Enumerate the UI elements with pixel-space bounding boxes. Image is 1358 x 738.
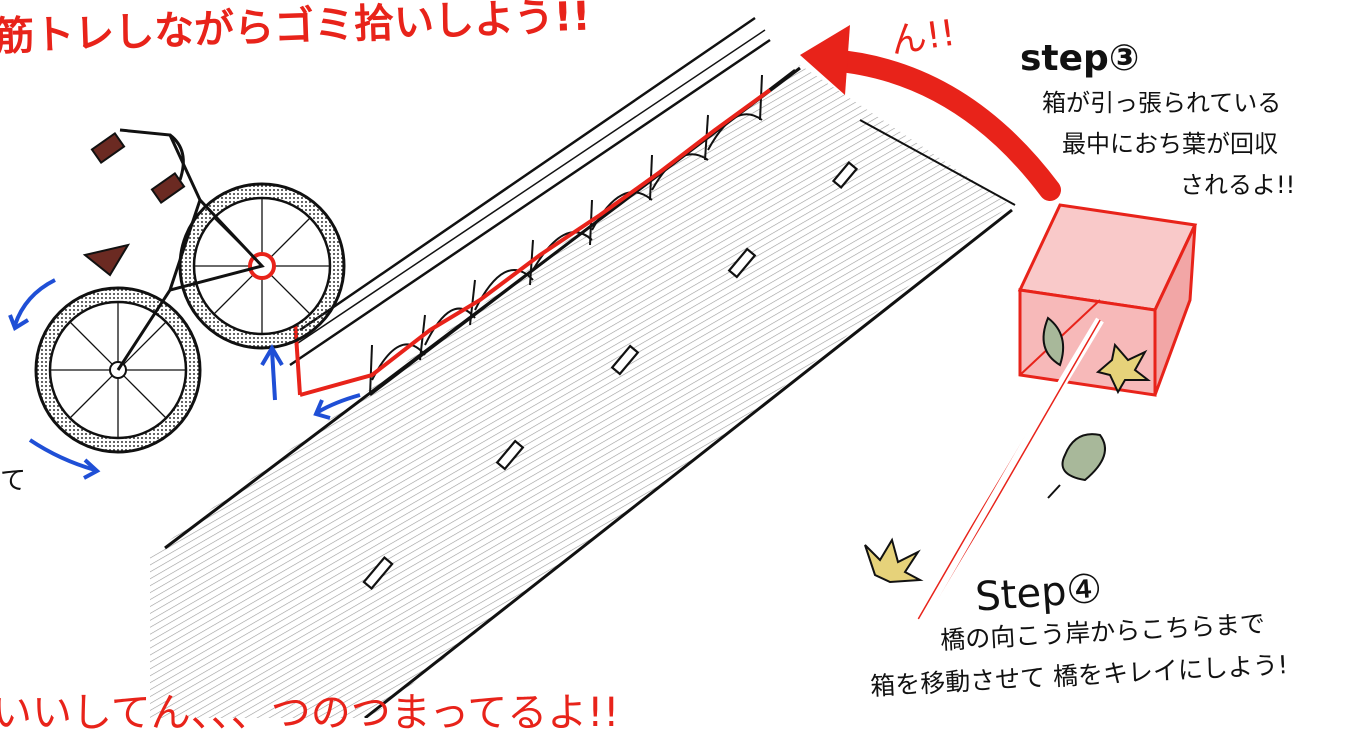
exclaim-text: ん!! xyxy=(887,12,958,63)
step3-line-2: 最中におち葉が回収 xyxy=(1062,130,1278,158)
guardrail xyxy=(289,16,796,397)
box-rope xyxy=(916,317,1104,623)
pull-direction-arrow xyxy=(800,25,1061,201)
bottom-caption: いいしてん、、、つのつまってるよ!! xyxy=(0,690,620,736)
motion-arrows xyxy=(8,278,361,480)
step3-heading: step③ xyxy=(1020,38,1140,79)
step3-line-1: 箱が引っ張られている xyxy=(1042,89,1282,117)
bicycle-icon xyxy=(34,128,346,454)
lane-markers xyxy=(362,161,859,591)
leaf-icon xyxy=(864,316,1151,584)
scene-illustration xyxy=(8,16,1198,718)
road xyxy=(150,65,1016,718)
left-edge-char: て xyxy=(0,466,27,496)
step4-block: Step④ 橋の向こう岸からこちらまで 箱を移動させて 橋をキレイにしよう! xyxy=(870,560,1350,701)
step3-block: step③ 箱が引っ張られている 最中におち葉が回収 されるよ!! xyxy=(1020,38,1350,200)
step3-line-3: されるよ!! xyxy=(1180,171,1296,199)
